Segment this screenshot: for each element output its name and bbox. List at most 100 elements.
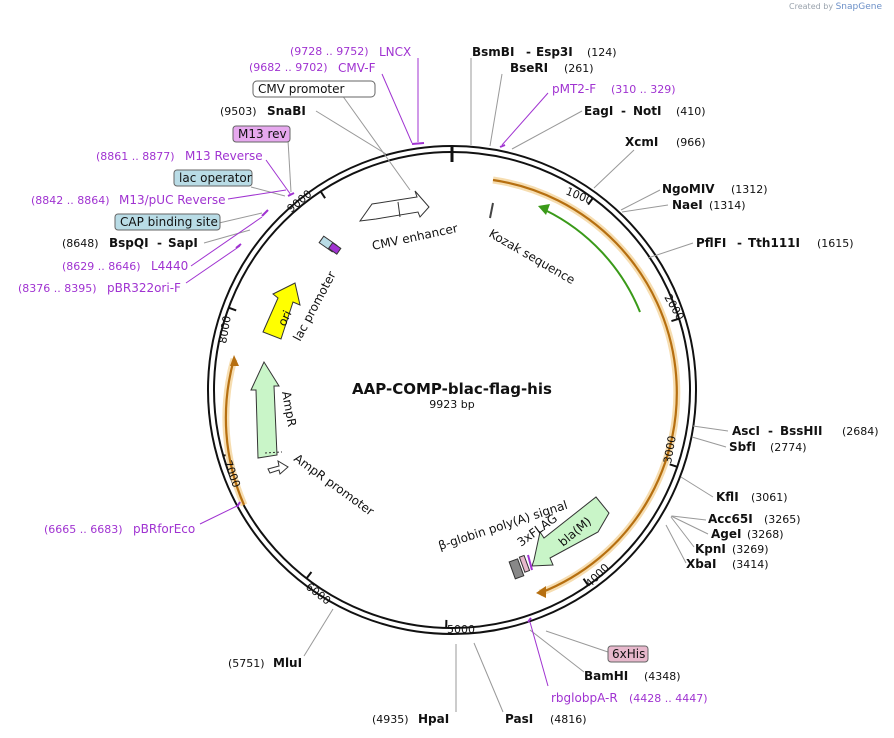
enzyme-mlui: MluI bbox=[273, 656, 302, 670]
flag-mark bbox=[527, 554, 533, 571]
enzyme-sep: - bbox=[526, 45, 531, 59]
kozak-mark bbox=[489, 202, 494, 219]
m13-rev-label: M13 rev bbox=[238, 127, 287, 141]
primer-l4440: L4440 bbox=[151, 259, 188, 273]
enzyme-acc65i: Acc65I bbox=[708, 512, 753, 526]
primer-pmt2-f: pMT2-F bbox=[552, 82, 596, 96]
lac-operator-label: lac operator bbox=[179, 171, 252, 185]
enzyme-pos: (9503) bbox=[220, 105, 257, 118]
enzyme-tth111i: Tth111I bbox=[748, 236, 800, 250]
tick-mark bbox=[582, 578, 589, 586]
enzyme-pos: (3414) bbox=[732, 558, 769, 571]
enzyme-pos: (1312) bbox=[731, 183, 768, 196]
orf-arc-left bbox=[222, 355, 248, 507]
created-by-text: Created by bbox=[789, 2, 834, 11]
enzyme-sep: - bbox=[768, 424, 773, 438]
enzyme-pos: (2774) bbox=[770, 441, 807, 454]
cmv-enhancer-label: CMV enhancer bbox=[371, 221, 459, 253]
snapgene-watermark: Created by SnapGene bbox=[789, 2, 882, 12]
enzyme-sapi: SapI bbox=[168, 236, 198, 250]
enzyme-pos: (410) bbox=[676, 105, 706, 118]
cmv-enhancer-divider bbox=[397, 201, 401, 218]
enzyme-pos: (3269) bbox=[732, 543, 769, 556]
tick-label: 8000 bbox=[216, 315, 234, 345]
enzyme-xcmi: XcmI bbox=[625, 135, 658, 149]
enzyme-bsmbi: BsmBI bbox=[472, 45, 514, 59]
primer-range: (9728 .. 9752) bbox=[290, 45, 369, 58]
ori-arrow bbox=[262, 282, 301, 340]
enzyme-bspqi: BspQI bbox=[109, 236, 149, 250]
enzyme-pos: (5751) bbox=[228, 657, 265, 670]
ampr-divider bbox=[264, 451, 283, 454]
enzyme-sep: - bbox=[737, 236, 742, 250]
lac-mini-features bbox=[318, 235, 342, 255]
primer-range: (8861 .. 8877) bbox=[96, 150, 175, 163]
enzyme-bseri: BseRI bbox=[510, 61, 548, 75]
enzyme-pos: (966) bbox=[676, 136, 706, 149]
enzyme-agei: AgeI bbox=[711, 527, 741, 541]
enzyme-sep: - bbox=[157, 236, 162, 250]
enzyme-labels: BsmBI - Esp3I (124) BseRI (261) EagI - N… bbox=[62, 45, 879, 726]
primer-cmv-f: CMV-F bbox=[338, 61, 376, 75]
primer-leader-lines bbox=[185, 58, 549, 687]
enzyme-esp3i: Esp3I bbox=[536, 45, 573, 59]
tick-label: 3000 bbox=[661, 435, 679, 465]
enzyme-naei: NaeI bbox=[672, 198, 703, 212]
enzyme-kfli: KflI bbox=[716, 490, 739, 504]
enzyme-pos: (1314) bbox=[709, 199, 746, 212]
enzyme-hpai: HpaI bbox=[418, 712, 449, 726]
plasmid-name: AAP-COMP-blac-flag-his bbox=[352, 380, 552, 398]
boxed-labels: CMV promoter M13 rev lac operator CAP bi… bbox=[114, 80, 649, 663]
primer-rbglobpa-r: rbglobpA-R bbox=[551, 691, 618, 705]
tick-label: 6000 bbox=[303, 580, 333, 607]
enzyme-bsshii: BssHII bbox=[780, 424, 822, 438]
snapgene-logo: SnapGene bbox=[835, 2, 882, 12]
primer-marks bbox=[235, 142, 532, 623]
tick-mark bbox=[669, 463, 678, 468]
tick-mark bbox=[671, 317, 680, 323]
enzyme-pos: (4816) bbox=[550, 713, 587, 726]
primer-pbrforeco: pBRforEco bbox=[133, 522, 195, 536]
cmv-promoter-label: CMV promoter bbox=[258, 82, 345, 96]
enzyme-pos: (2684) bbox=[842, 425, 879, 438]
enzyme-kpni: KpnI bbox=[695, 542, 726, 556]
orf-arc bbox=[492, 176, 681, 598]
cmv-enhancer-arrow bbox=[358, 190, 430, 222]
bla-arrow bbox=[531, 496, 610, 567]
enzyme-snabi: SnaBI bbox=[267, 104, 306, 118]
primer-labels: (9728 .. 9752) LNCX (9682 .. 9702) CMV-F… bbox=[18, 45, 708, 705]
tick-label: 5000 bbox=[447, 623, 475, 636]
globin-polya-box bbox=[508, 558, 525, 580]
enzyme-ngomiv: NgoMIV bbox=[662, 182, 715, 196]
tick-mark bbox=[587, 197, 594, 206]
tick-mark bbox=[319, 190, 326, 199]
primer-m13-reverse: M13 Reverse bbox=[185, 149, 263, 163]
cap-binding-site-label: CAP binding site bbox=[120, 215, 218, 229]
enzyme-pos: (8648) bbox=[62, 237, 99, 250]
ampr-promoter-label: AmpR promoter bbox=[291, 451, 376, 518]
kozak-sequence-label: Kozak sequence bbox=[487, 226, 578, 287]
tick-mark bbox=[228, 306, 237, 312]
enzyme-pos: (1615) bbox=[817, 237, 854, 250]
enzyme-pos: (3265) bbox=[764, 513, 801, 526]
primer-range: (8629 .. 8646) bbox=[62, 260, 141, 273]
green-orf-arrow bbox=[538, 204, 641, 313]
enzyme-sbfi: SbfI bbox=[729, 440, 756, 454]
enzyme-asci: AscI bbox=[732, 424, 760, 438]
primer-range: (8376 .. 8395) bbox=[18, 282, 97, 295]
enzyme-bamhi: BamHI bbox=[584, 669, 628, 683]
tick-label: 7000 bbox=[221, 459, 243, 490]
enzyme-pos: (3268) bbox=[747, 528, 784, 541]
his-tag-label: 6xHis bbox=[612, 647, 645, 661]
enzyme-pflfi: PflFI bbox=[696, 236, 726, 250]
enzyme-pos: (124) bbox=[587, 46, 617, 59]
ampr-arrow bbox=[250, 360, 280, 459]
ori-label: ori bbox=[275, 308, 294, 328]
primer-lncx: LNCX bbox=[379, 45, 411, 59]
primer-range: (4428 .. 4447) bbox=[629, 692, 708, 705]
primer-m13-puc-reverse: M13/pUC Reverse bbox=[119, 193, 226, 207]
flag-box bbox=[518, 554, 531, 573]
tick-mark bbox=[305, 571, 313, 579]
enzyme-pasi: PasI bbox=[505, 712, 533, 726]
